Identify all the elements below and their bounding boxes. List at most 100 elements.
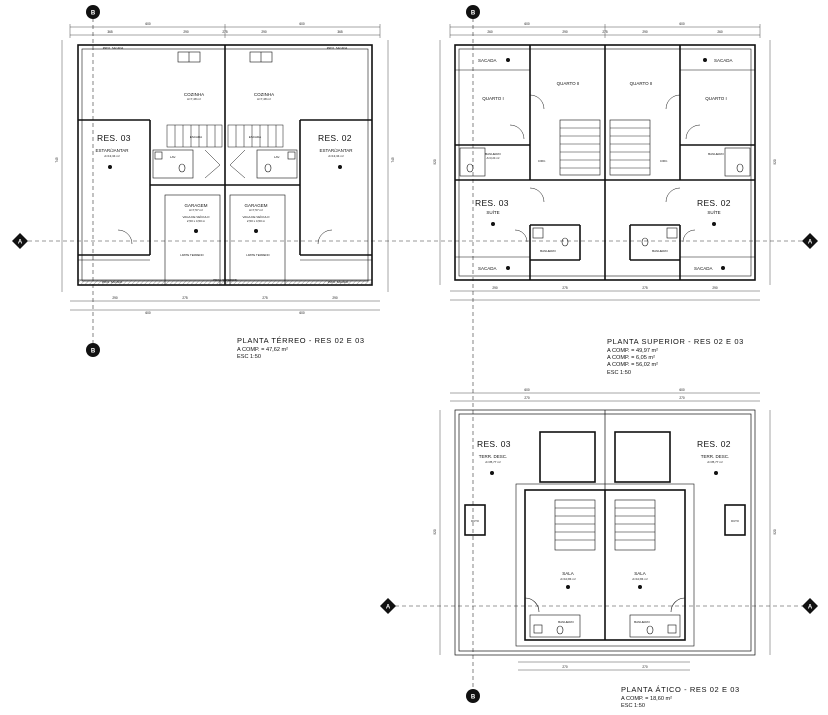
terreo-note: PROJ. SACADA [102,280,123,284]
atico-dim-seg-bot: 270 [562,665,568,669]
terreo-doors [117,229,333,245]
axis-marker-b-bottom-right: B [466,689,480,703]
superior-suite-right: SUÍTE [707,209,720,215]
terreo-stair-label-r: ESCADA [249,135,261,139]
atico-duto-left: DUTO [471,519,480,523]
atico-scale: ESC 1:50 [621,703,645,709]
terreo-lavabo-l: LAV. [170,155,176,159]
superior-quarto2-left: QUARTO II [557,81,580,86]
superior-dim-seg: 290 [562,30,568,34]
atico-dim-seg: 270 [524,396,530,400]
superior-dim-seg: 260 [487,30,493,34]
superior-banheiro-right: BANHEIRO [708,152,724,156]
terreo-dim-top-right: 600 [299,22,305,26]
atico-sala-left: SALA [562,571,574,576]
superior-dim-seg: 275 [602,30,608,34]
svg-text:B: B [91,11,96,17]
terreo-note: LIMITE TERRENO [180,253,204,257]
superior-res-03: RES. 03 [475,198,509,208]
terreo-walls [77,44,373,286]
terreo-dim-seg: 365 [107,30,113,34]
superior-dim-seg: 260 [717,30,723,34]
atico-dim-seg: 270 [679,396,685,400]
axis-marker-a-left-lower: A [380,598,396,614]
terreo-note: PROJ. SACADA [103,46,124,50]
terreo-note: LIMITE TERRENO [246,253,270,257]
superior-dim-top-left: 600 [524,22,530,26]
terreo-dim-seg: 290 [183,30,189,34]
axis-marker-b-top-left: B [86,5,100,19]
terreo-dim-seg: 290 [261,30,267,34]
terreo-garage-right-note: VAGA DE VEÍCULO [243,215,271,219]
atico-dim-top-left: 600 [524,388,530,392]
terreo-garage-left-area: A=7,57 m² [189,208,203,212]
superior-dim-seg-bot: 290 [492,286,498,290]
superior-dim-right: 920 [773,159,777,165]
terreo-lavabo-r: LAV. [274,155,280,159]
terreo-stairs [166,124,284,179]
terreo-dim-seg-bot: 275 [262,296,268,300]
svg-text:B: B [91,349,96,355]
atico-inner-lines [515,483,695,647]
axis-marker-b-top-right: B [466,5,480,19]
terreo-res-03: RES. 03 [97,133,131,143]
plan-atico: 600 600 270 270 270 270 920 920 [433,388,777,709]
terreo-dim-seg-bot: 290 [112,296,118,300]
atico-area: A COMP. = 18,60 m² [621,696,672,702]
atico-sala-right: SALA [634,571,646,576]
superior-stairs [560,127,650,169]
superior-banheiro-left: BANHEIRO [485,152,501,156]
superior-area-small: A=3,24 m² [487,156,500,160]
terreo-living-right-area: A=13,34 m² [328,154,344,158]
superior-area3: A COMP. = 56,02 m² [607,362,658,368]
superior-level-markers [491,58,725,270]
terreo-kitchen-fixtures [177,51,273,63]
axis-marker-a-left: A [12,233,28,249]
terreo-kitchen-right-area: A=7,48 m² [257,97,271,101]
terreo-kitchen-right: COZINHA [254,92,274,97]
atico-sala-right-area: A=10,84 m² [632,577,648,581]
superior-inner-lines [455,48,755,277]
terreo-living-left-area: A=13,34 m² [104,154,120,158]
terreo-kitchen-left-area: A=7,48 m² [187,97,201,101]
superior-dim-seg-bot: 275 [562,286,568,290]
atico-title: PLANTA ÁTICO - RES 02 E 03 [621,685,740,694]
terreo-dim-top-left: 600 [145,22,151,26]
superior-quarto1-left: QUARTO I [482,96,504,101]
superior-walls [454,44,756,281]
atico-level-markers [490,471,718,589]
terreo-dim-seg-bot: 290 [332,296,338,300]
atico-terr-left: TERR. DESC. [479,454,508,459]
terreo-stair-label-l: ESCADA [190,135,202,139]
superior-dim-left: 920 [433,159,437,165]
superior-sacada-tl: SACADA [478,58,497,63]
terreo-dim-bot-right: 600 [299,311,305,315]
superior-scale: ESC 1:50 [607,370,631,376]
terreo-dim-bot-left: 600 [145,311,151,315]
axis-marker-a-right: A [802,233,818,249]
terreo-living-right: ESTAR/JANTAR [319,148,353,153]
terreo-garage-left: GARAGEM [184,203,207,208]
superior-sacada-br: SACADA [694,266,713,271]
superior-dim-seg-bot: 275 [642,286,648,290]
terreo-garage-right-area: A=7,57 m² [249,208,263,212]
atico-dim-top-right: 600 [679,388,685,392]
svg-text:B: B [471,11,476,17]
terreo-living-left: ESTAR/JANTAR [95,148,129,153]
superior-banh-suite-right: BANHEIRO [652,249,668,253]
atico-duto-right: DUTO [731,519,740,523]
terreo-garage-right-dim: 2,50 x 4,50 m [247,219,266,223]
superior-res-02: RES. 02 [697,198,731,208]
superior-circ-right: CIRC. [660,159,668,163]
atico-dim-right: 920 [773,529,777,535]
superior-dim-top-right: 600 [679,22,685,26]
atico-banheiro-left: BANHEIRO [558,620,574,624]
svg-text:A: A [808,240,813,246]
atico-terr-right: TERR. DESC. [701,454,730,459]
terreo-note: PROJ. SUPERIOR [213,278,237,282]
superior-dim-seg: 290 [642,30,648,34]
superior-fixtures [459,147,751,247]
superior-suite-left: SUÍTE [486,209,499,215]
